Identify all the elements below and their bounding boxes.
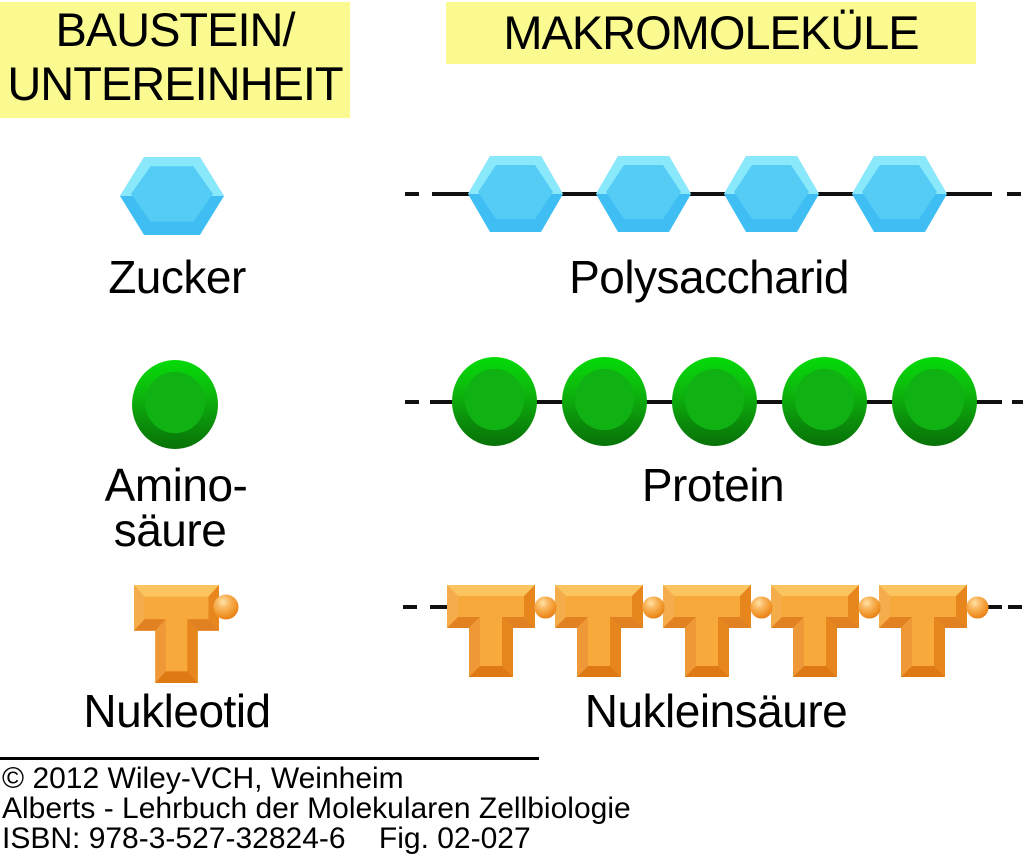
nucleotide-t-icon (771, 585, 859, 677)
nukleotid-label: Nukleotid (83, 685, 271, 737)
polysaccharid-label: Polysaccharid (569, 251, 849, 303)
protein-label: Protein (641, 459, 785, 511)
phosphate-bead-icon (858, 596, 881, 619)
chain-dash-right (1008, 605, 1022, 609)
footer-rule (0, 757, 539, 760)
amino-acid-circle-icon (562, 357, 647, 446)
aminosaeure-label-line1: Amino- (104, 459, 248, 511)
chain-dash-left (405, 400, 419, 404)
chain-dash-right (1007, 192, 1021, 196)
nucleotide-t-icon (447, 585, 535, 677)
aminosaeure-label-line2: säure (113, 504, 227, 556)
nucleic-acid-chain (403, 585, 1022, 677)
phosphate-bead-icon (642, 596, 665, 619)
amino-acid-circle-icon (892, 357, 977, 446)
sugar-hexagon-icon (852, 156, 947, 232)
copyright-line: © 2012 Wiley-VCH, Weinheim (2, 762, 404, 795)
phosphate-bead-icon (534, 596, 557, 619)
sugar-hexagon-icon (596, 156, 691, 232)
chain-dash-left (403, 605, 417, 609)
amino-acid-circle-icon (782, 357, 867, 446)
amino-acid-circle-icon (132, 359, 218, 450)
header-makromolekuele-label: MAKROMOLEKÜLE (503, 6, 919, 59)
phosphate-bead-icon (750, 596, 773, 619)
phosphate-bead-icon (213, 594, 239, 620)
polysaccharide-chain (405, 156, 1021, 232)
isbn-fig-line: ISBN: 978-3-527-32824-6 Fig. 02-027 (2, 822, 531, 855)
zucker-label: Zucker (108, 251, 246, 303)
header-makromolekuele: MAKROMOLEKÜLE (446, 2, 976, 64)
phosphate-bead-icon (966, 596, 989, 619)
header-baustein-line2: UNTEREINHEIT (7, 57, 343, 110)
nucleotide-t-icon (663, 585, 751, 677)
amino-acid-circle-icon (672, 357, 757, 446)
sugar-hexagon-icon (120, 157, 224, 235)
header-baustein-untereinheit: BAUSTEIN/ UNTEREINHEIT (0, 2, 350, 118)
source-line: Alberts - Lehrbuch der Molekularen Zellb… (2, 792, 631, 825)
chain-dash-right (1012, 400, 1023, 404)
chain-dash-left (405, 192, 419, 196)
nucleotide-t-icon (555, 585, 643, 677)
amino-acid-circle-icon (452, 357, 537, 446)
sugar-hexagon-icon (724, 156, 819, 232)
nukleinsaeure-label: Nukleinsäure (584, 685, 848, 737)
chain-line (432, 192, 992, 196)
nucleotide-t-icon (134, 585, 219, 683)
header-baustein-line1: BAUSTEIN/ (55, 3, 295, 56)
sugar-hexagon-icon (468, 156, 563, 232)
protein-chain (405, 357, 1023, 446)
nucleotide-t-icon (879, 585, 967, 677)
